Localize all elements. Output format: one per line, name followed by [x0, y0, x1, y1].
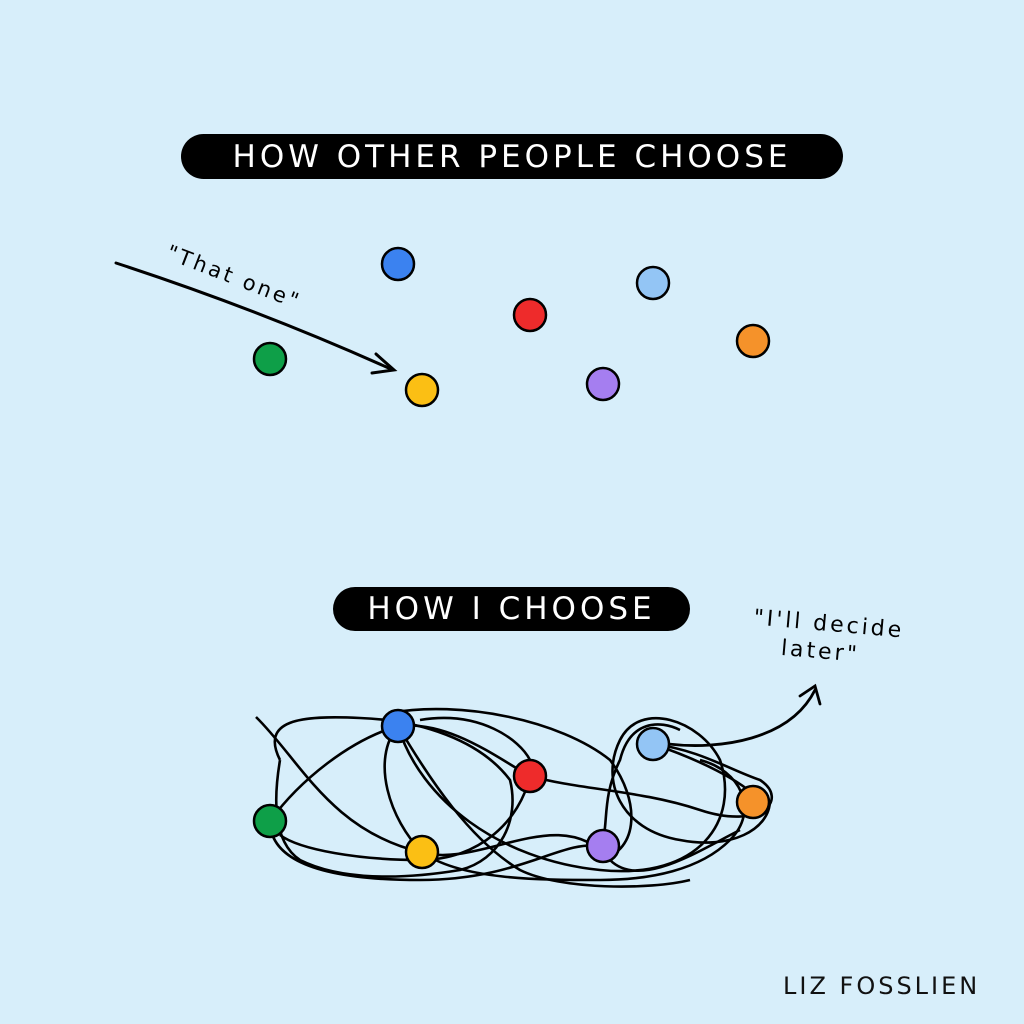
top-banner-label: HOW OTHER PEOPLE CHOOSE [232, 138, 792, 175]
decide-later-line-2: later" [780, 636, 861, 668]
bottom-banner-label: HOW I CHOOSE [367, 591, 656, 627]
decide-later-line-1: "I'll decide [753, 605, 906, 643]
purple-dot [585, 366, 621, 402]
signature: LIZ FOSSLIEN [783, 972, 981, 1000]
orange-dot [735, 323, 771, 359]
light-blue-dot [635, 265, 671, 301]
arrow-icon [114, 261, 398, 375]
decide-later-annotation: "I'll decide later" [753, 605, 906, 668]
yellow-dot [404, 372, 440, 408]
red-dot [512, 297, 548, 333]
top-dots [252, 246, 771, 408]
tangled-path [255, 707, 774, 888]
bottom-dots [252, 708, 771, 870]
green-dot [252, 803, 288, 839]
yellow-dot [404, 834, 440, 870]
purple-dot [585, 828, 621, 864]
blue-dot [380, 246, 416, 282]
top-banner: HOW OTHER PEOPLE CHOOSE [181, 134, 843, 179]
bottom-banner: HOW I CHOOSE [333, 587, 690, 631]
red-dot [512, 758, 548, 794]
arrow-out-icon [666, 683, 822, 747]
orange-dot [735, 784, 771, 820]
green-dot [252, 341, 288, 377]
blue-dot [380, 708, 416, 744]
light-blue-dot [635, 726, 671, 762]
